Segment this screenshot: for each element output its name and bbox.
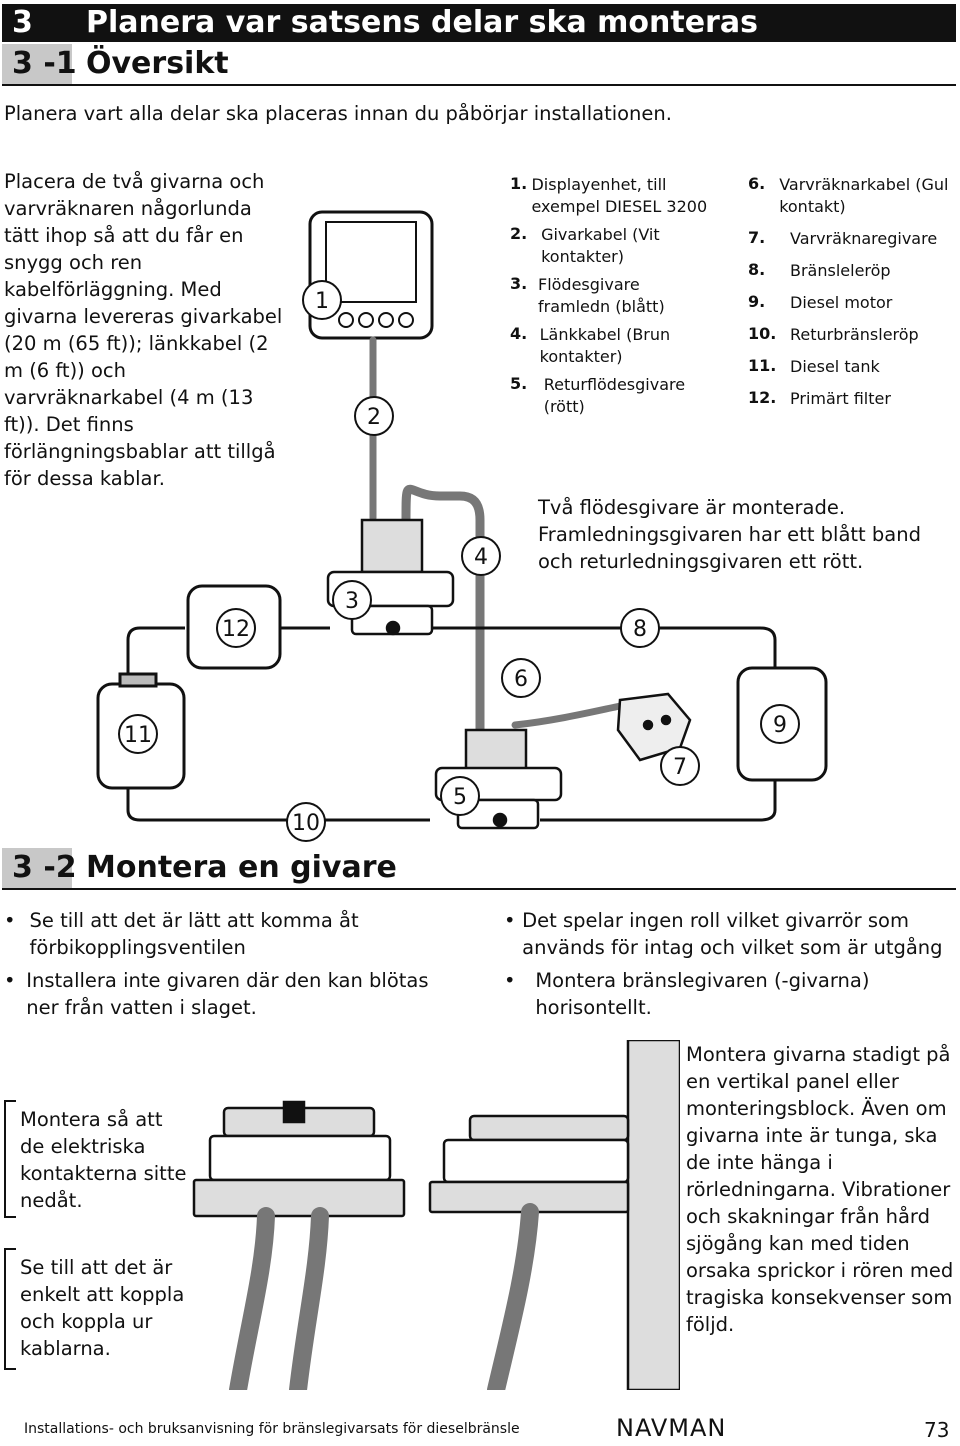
tacho-cable	[511, 701, 629, 729]
fuel-lines	[126, 626, 777, 822]
callout-4: 4	[474, 545, 488, 570]
callout-circle	[501, 658, 541, 698]
intro-text: Planera vart alla delar ska placeras inn…	[4, 102, 672, 125]
left-paragraph: Placera de två givarna och varvräknaren …	[4, 170, 283, 490]
caption-mount-rigid: Montera givarna stadigt på en vertikal p…	[686, 1043, 954, 1336]
section-title: Planera var satsens delar ska monteras	[86, 5, 758, 40]
legend-item: 7.Varvräknaregivare	[748, 228, 938, 248]
callout-12: 12	[222, 617, 250, 642]
list-item: •Det spelar ingen roll vilket givarrör s…	[504, 909, 943, 959]
callout-circle	[354, 396, 394, 436]
brand-logo: NAVMAN	[616, 1414, 727, 1442]
subsection-number: 3 -1	[12, 46, 77, 81]
callout-1: 1	[315, 289, 329, 314]
callout-3: 3	[345, 589, 359, 614]
mounting-illustration	[192, 1040, 680, 1390]
diagram-note: Två flödesgivare är monterade. Framledni…	[538, 496, 921, 573]
section-number: 3	[12, 5, 33, 40]
subsection-rule	[2, 888, 956, 890]
legend-item: 11.Diesel tank	[748, 356, 880, 376]
callout-10: 10	[292, 811, 320, 836]
callout-circle	[620, 608, 660, 648]
legend-item: 5.Returflödesgivare (rött)	[510, 374, 686, 416]
system-diagram: 1 2 3 4 5 6 7 8 9 10 11 12	[96, 210, 828, 842]
bullet-list-right: •Det spelar ingen roll vilket givarrör s…	[504, 907, 956, 1021]
legend-item: 8.Bränsleleröр	[748, 260, 891, 280]
subsection-title: Översikt	[86, 46, 229, 81]
legend-item: 12.Primärt filter	[748, 388, 891, 408]
legend-item: 1.Displayenhet, till exempel DIESEL 3200	[510, 174, 708, 216]
legend-item: 6.Varvräknarkabel (Gul kontakt)	[748, 174, 949, 216]
callout-circle	[286, 802, 326, 842]
legend-item: 10.Returbränsleröр	[748, 324, 919, 344]
legend-item: 2.Givarkabel (Vit kontakter)	[510, 224, 660, 266]
caption-bracket	[4, 1248, 16, 1370]
callout-circle	[332, 580, 372, 620]
flow-sensor-supply	[326, 518, 455, 636]
callout-11: 11	[124, 723, 152, 748]
subsection-rule	[2, 84, 956, 86]
callout-circle	[302, 280, 342, 320]
legend-item: 9.Diesel motor	[748, 292, 893, 312]
legend-item: 3.Flödesgivare framledn (blått)	[510, 274, 665, 316]
link-cable	[401, 484, 485, 735]
tacho-sender	[616, 692, 692, 762]
legend-a: 1.Displayenhet, till exempel DIESEL 3200…	[510, 174, 710, 424]
subsection-number-box	[2, 44, 72, 84]
subsection-number: 3 -2	[12, 850, 77, 885]
page-number: 73	[924, 1418, 950, 1442]
footer-manual-title: Installations- och bruksanvisning för br…	[24, 1421, 520, 1437]
callout-9: 9	[773, 713, 787, 738]
callout-6: 6	[514, 667, 528, 692]
list-item: •Installera inte givaren där den kan blö…	[4, 969, 429, 1019]
caption-mount-down: Montera så att de elektriska kontakterna…	[20, 1108, 187, 1212]
list-item: •Se till att det är lätt att komma åt fö…	[4, 909, 359, 959]
callout-7: 7	[673, 755, 687, 780]
callout-circle	[461, 536, 501, 576]
mount-panel	[626, 1040, 680, 1390]
list-item: •Montera bränslegivaren (-givarna) horis…	[504, 969, 870, 1019]
subsection-title: Montera en givare	[86, 850, 397, 885]
callout-circle	[216, 608, 256, 648]
display-unit	[308, 210, 434, 340]
bullet-list-left: •Se till att det är lätt att komma åt fö…	[4, 907, 444, 1021]
legend-b: 6.Varvräknarkabel (Gul kontakt) 7.Varvrä…	[748, 174, 958, 420]
callout-circle	[440, 776, 480, 816]
callout-circle	[760, 704, 800, 744]
callout-circle	[660, 746, 700, 786]
caption-bracket	[4, 1100, 16, 1218]
callout-2: 2	[367, 405, 381, 430]
callout-8: 8	[633, 617, 647, 642]
callout-circle	[118, 714, 158, 754]
section-header-bar	[2, 4, 956, 42]
subsection-number-box	[2, 848, 72, 888]
legend-item: 4.Länkkabel (Brun kontakter)	[510, 324, 671, 366]
callout-5: 5	[453, 785, 467, 810]
caption-easy-connect: Se till att det är enkelt att koppla och…	[20, 1256, 185, 1360]
